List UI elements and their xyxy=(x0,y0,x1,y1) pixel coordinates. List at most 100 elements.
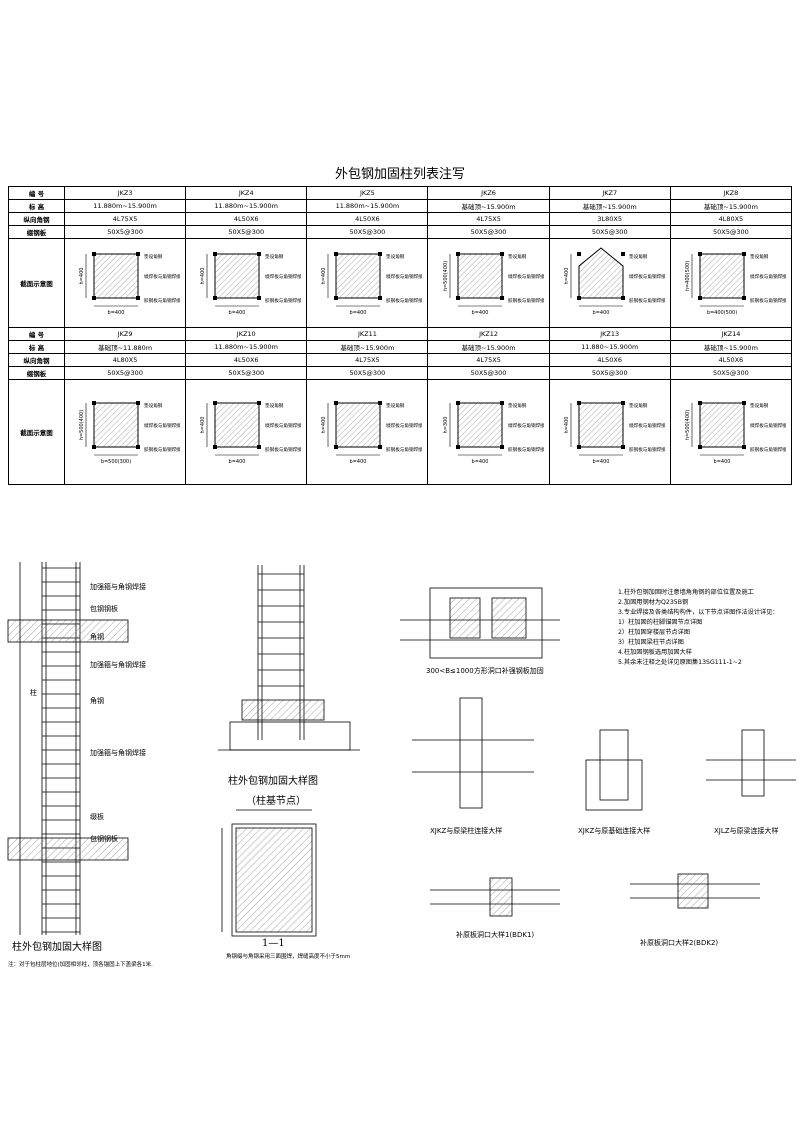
tag-b: 缀焊板与角钢焊接 xyxy=(386,422,422,429)
tag-b: 缀焊板与角钢焊接 xyxy=(750,422,786,429)
column-section xyxy=(457,253,503,299)
angle-steel xyxy=(378,445,383,449)
tag-a: 垫设角钢 xyxy=(750,253,769,260)
tag-b: 缀焊板与角钢焊接 xyxy=(508,422,544,429)
tag-a: 垫设角钢 xyxy=(144,253,163,260)
angle-steel xyxy=(92,401,97,405)
angle-steel xyxy=(213,296,218,300)
page-title: 外包钢加固柱列表注写 xyxy=(334,167,465,182)
col-detail-note: 注：对于包柱层地位(加固相邻柱，顶各锚固上下盖梁各1米. xyxy=(8,962,153,968)
dim-b: b=400(500) xyxy=(707,310,737,316)
dim-h: h=400 xyxy=(200,268,206,285)
tag-a: 垫设角钢 xyxy=(508,253,527,260)
angle-steel xyxy=(741,296,746,300)
note-line: 2.加固用钢材为Q235B钢 xyxy=(618,599,689,606)
dim-b: b=400 xyxy=(350,310,367,316)
dim-h: h=500(400) xyxy=(443,261,449,291)
tag-b: 缀焊板与角钢焊接 xyxy=(144,273,180,280)
left-label: 包钢钢板 xyxy=(90,835,118,843)
row-angle-1: 纵向角钢 4L75X5 4L50X6 4L50X6 4L75X5 3L80X5 … xyxy=(8,212,793,226)
section-cell: b=400(500)h=400(500)垫设角钢缀焊板与角钢焊接胶钢板与角钢焊接 xyxy=(669,238,793,328)
angle-steel xyxy=(620,252,625,256)
section-cell: b=500(300) h=500(400) 垫设角钢缀焊板与角钢焊接胶钢板与角钢焊接 xyxy=(63,379,187,485)
dim-h: h=400 xyxy=(321,417,327,434)
notes-block: 1.柱外包钢加固时注意墙角角钢的部位位置及施工 2.加固用钢材为Q235B钢 3… xyxy=(618,588,779,668)
column-section xyxy=(214,402,260,448)
tag-b: 缀焊板与角钢焊接 xyxy=(508,273,544,280)
tag-a: 垫设角钢 xyxy=(144,402,163,409)
angle-steel xyxy=(741,252,746,256)
angle-steel xyxy=(213,401,218,405)
left-label: 角钢 xyxy=(90,633,104,641)
column-section xyxy=(457,402,503,448)
angle-steel xyxy=(741,401,746,405)
angle-steel xyxy=(257,401,262,405)
angle-steel xyxy=(136,296,141,300)
angle-steel xyxy=(257,296,262,300)
angle-steel xyxy=(576,296,581,300)
left-label: 缀板 xyxy=(90,813,104,821)
tag-c: 胶钢板与角钢焊接 xyxy=(750,446,786,453)
angle-steel xyxy=(697,296,702,300)
angle-steel xyxy=(378,252,383,256)
angle-steel xyxy=(136,252,141,256)
angle-steel xyxy=(620,296,625,300)
note-line: 1.柱外包钢加固时注意墙角角钢的部位位置及施工 xyxy=(618,589,754,596)
angle-steel xyxy=(334,296,339,300)
angle-steel xyxy=(92,296,97,300)
tag-c: 胶钢板与角钢焊接 xyxy=(144,446,180,453)
column-section xyxy=(699,402,745,448)
angle-steel xyxy=(620,401,625,405)
section-note: 角钢缀与角钢采用三面围焊，焊缝高度不小于5mm xyxy=(226,954,351,960)
xjlz-title: XJLZ与原梁连接大样 xyxy=(714,827,779,835)
angle-steel xyxy=(499,296,504,300)
angle-steel xyxy=(576,445,581,449)
tag-a: 垫设角钢 xyxy=(265,253,284,260)
note-line: 1）柱加固的柱脚锚固节点详图 xyxy=(618,619,703,626)
dim-b: b=400 xyxy=(592,459,609,465)
tag-c: 胶钢板与角钢焊接 xyxy=(629,446,665,453)
dim-h: h=500(400) xyxy=(79,410,85,440)
angle-steel xyxy=(499,445,504,449)
note-line: 3）柱加固梁柱节点详图 xyxy=(618,639,684,646)
tag-c: 胶钢板与角钢焊接 xyxy=(144,297,180,304)
dim-b: b=400 xyxy=(229,310,246,316)
dim-b: b=400 xyxy=(229,459,246,465)
tag-c: 胶钢板与角钢焊接 xyxy=(386,297,422,304)
row-plate-2: 缀钢板 50X5@300 50X5@300 50X5@300 50X5@300 … xyxy=(8,366,793,380)
angle-steel xyxy=(576,401,581,405)
angle-steel xyxy=(499,252,504,256)
dim-h: h=400 xyxy=(79,268,85,285)
row-plate-1: 缀钢板 50X5@300 50X5@300 50X5@300 50X5@300 … xyxy=(8,225,793,239)
tag-c: 胶钢板与角钢焊接 xyxy=(508,297,544,304)
xjkz2-title: XJKZ与原基础连接大样 xyxy=(578,827,651,835)
column-section xyxy=(578,247,624,299)
bdk2-title: 补原板洞口大样2(BDK2) xyxy=(640,939,719,947)
angle-steel xyxy=(378,296,383,300)
angle-steel xyxy=(576,252,581,256)
angle-steel xyxy=(213,445,218,449)
tag-b: 缀焊板与角钢焊接 xyxy=(629,273,665,280)
dim-b: b=500(300) xyxy=(101,459,131,465)
dim-h: h=300 xyxy=(443,417,449,434)
tag-c: 胶钢板与角钢焊接 xyxy=(508,446,544,453)
note-line: 2）柱加固穿楼层节点详图 xyxy=(618,629,690,636)
angle-steel xyxy=(334,252,339,256)
label-section: 截面示意图 xyxy=(8,379,65,485)
angle-steel xyxy=(257,445,262,449)
note-line: 3.专业焊接及各类结构构件，以下节点详图作法设计详见： xyxy=(618,609,779,616)
tag-b: 缀焊板与角钢焊接 xyxy=(144,422,180,429)
left-label: 加强箍与角钢焊接 xyxy=(90,749,146,757)
